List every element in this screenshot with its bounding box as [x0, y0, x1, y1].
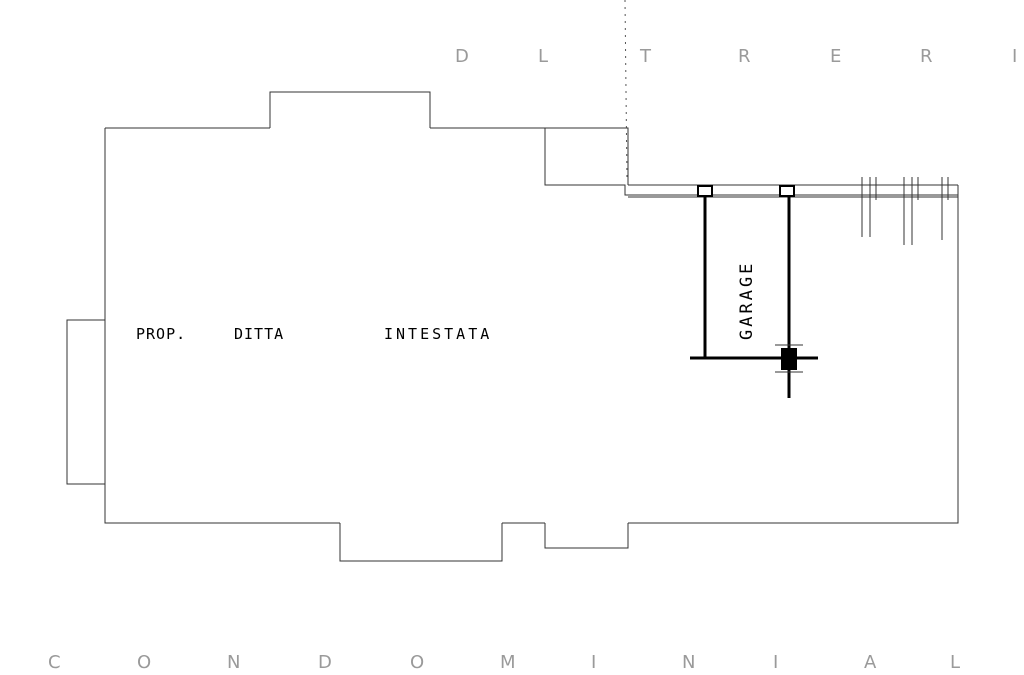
owner-label-intestata: INTESTATA	[384, 325, 492, 343]
svg-text:L: L	[950, 652, 960, 673]
structural-ticks	[861, 177, 949, 245]
owner-label-prop: PROP.	[136, 325, 186, 343]
top-projection	[269, 91, 431, 128]
svg-text:A: A	[864, 652, 877, 673]
garage-label: GARAGE	[737, 261, 757, 340]
svg-text:N: N	[682, 652, 695, 673]
bottom-right-notch	[544, 523, 629, 549]
svg-text:M: M	[500, 652, 516, 673]
property-boundary-dotted	[624, 0, 628, 183]
owner-label-ditta: DITTA	[234, 325, 284, 343]
left-projection	[66, 319, 105, 485]
corner-box	[545, 127, 629, 185]
garage-junction	[775, 344, 803, 373]
svg-text:D: D	[455, 46, 469, 67]
svg-text:N: N	[227, 652, 240, 673]
svg-text:I: I	[773, 652, 778, 673]
svg-text:O: O	[410, 652, 424, 673]
svg-text:R: R	[920, 46, 933, 67]
faint-bottom-text: C O N D O M I N I A L	[48, 652, 960, 673]
svg-text:R: R	[738, 46, 751, 67]
svg-text:E: E	[830, 46, 841, 67]
svg-text:L: L	[538, 46, 548, 67]
faint-top-text: D L T R E R I	[455, 46, 1017, 67]
svg-text:C: C	[48, 652, 61, 673]
svg-text:O: O	[137, 652, 151, 673]
bottom-left-projection	[339, 523, 503, 562]
svg-text:D: D	[318, 652, 332, 673]
garage-post-right	[779, 185, 795, 197]
svg-text:I: I	[591, 652, 596, 673]
svg-text:I: I	[1012, 46, 1017, 67]
building-outline	[104, 127, 959, 524]
garage-post-left	[697, 185, 713, 197]
svg-text:T: T	[639, 46, 652, 67]
